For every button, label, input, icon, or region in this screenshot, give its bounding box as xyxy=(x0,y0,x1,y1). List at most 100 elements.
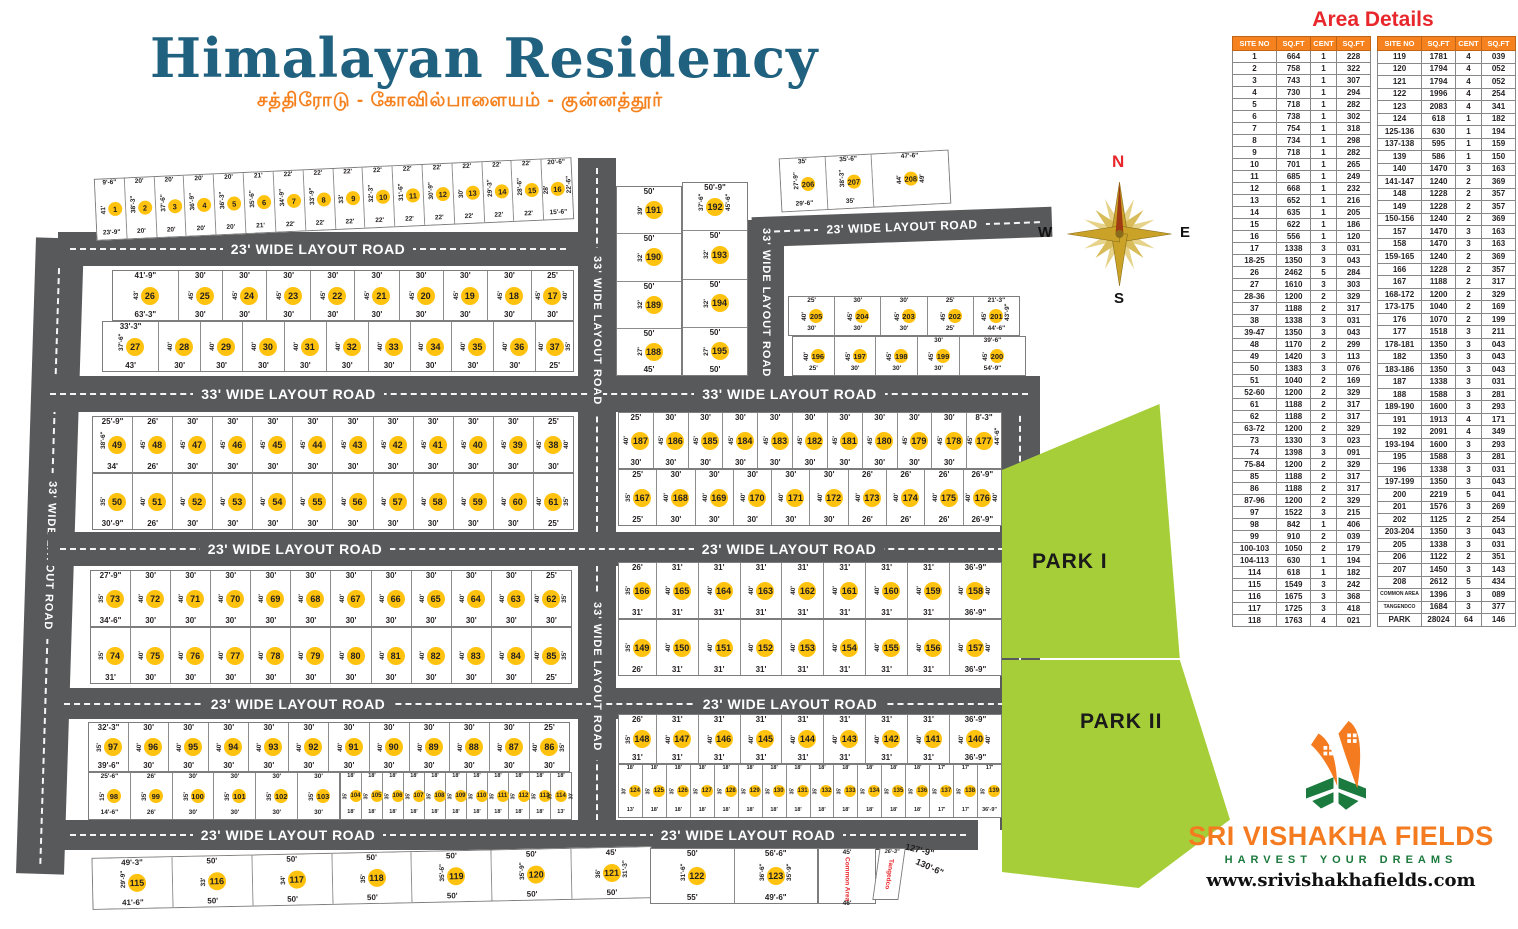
area-value: 302 xyxy=(1336,110,1371,123)
road-label: 23' WIDE LAYOUT ROAD xyxy=(199,541,391,557)
website-link[interactable]: www.srivishakhafields.com xyxy=(1206,870,1476,891)
plot-top-dim: 30' xyxy=(427,417,439,426)
plot-top-dim: 30' xyxy=(899,297,909,304)
area-value: 1 xyxy=(1310,554,1337,567)
area-value: 1 xyxy=(1455,137,1482,152)
plot-bottom-dim: 30' xyxy=(347,519,359,528)
plot-top-dim: 25' xyxy=(945,297,955,304)
plot-middle: 40'51 xyxy=(139,483,167,520)
area-value: 1188 xyxy=(1276,398,1311,411)
area-value: 1200 xyxy=(1276,494,1311,507)
area-value: 357 xyxy=(1481,200,1516,214)
plot-bottom-dim: 18' xyxy=(866,807,874,813)
plot-top-dim: 21'-3" xyxy=(987,297,1006,304)
plot-middle: 40'147 xyxy=(664,724,691,754)
plot-bottom-dim: 30' xyxy=(345,616,357,625)
road-vertical-mid1: 33' WIDE LAYOUT ROAD 33' WIDE LAYOUT ROA… xyxy=(578,158,616,850)
plot-bottom-dim: 30' xyxy=(547,462,559,471)
area-site-no: 8 xyxy=(1232,134,1277,147)
area-value: 3 xyxy=(1455,375,1482,389)
plot-number-badge: 45 xyxy=(268,435,287,454)
area-value: 182 xyxy=(1481,112,1516,127)
plot-number-badge: 72 xyxy=(146,589,165,608)
plot-bottom-dim: 30' xyxy=(227,519,239,528)
plot-number-badge: 139 xyxy=(988,785,1001,797)
area-site-no: 74 xyxy=(1232,446,1277,459)
area-value: 043 xyxy=(1336,326,1371,339)
area-value: 3 xyxy=(1310,350,1337,363)
plot-middle: 35'139 xyxy=(979,774,1001,808)
plot-right-dim: 40' xyxy=(985,734,993,744)
plot-middle: 32'194 xyxy=(702,289,729,318)
plot-side-dim: 40' xyxy=(138,651,146,660)
area-value: 1684 xyxy=(1421,600,1456,615)
plot-top-dim: 18' xyxy=(368,773,376,779)
common-area-plot: 45' Common Area 46' xyxy=(819,849,875,906)
area-value: 2 xyxy=(1310,470,1337,483)
plot-middle: 35'167 xyxy=(624,479,652,516)
plot-side-dim: 40' xyxy=(706,586,714,595)
area-value: 2 xyxy=(1310,398,1337,411)
area-value: 652 xyxy=(1276,194,1311,207)
plot-middle: 40'175 xyxy=(931,479,958,516)
plot-middle: 40'187 xyxy=(622,422,650,459)
plot-number-badge: 152 xyxy=(756,638,775,657)
area-value: 282 xyxy=(1336,98,1371,111)
plot-side-dim: 45' xyxy=(832,436,840,445)
area-value: 1 xyxy=(1310,206,1337,219)
plot-number-badge: 79 xyxy=(306,646,325,665)
plot-middle: 35'102 xyxy=(265,782,289,810)
plot-middle: 15'98 xyxy=(98,782,121,810)
plot-side-dim: 35' xyxy=(384,792,390,800)
plot-top-dim: 30' xyxy=(708,470,720,479)
plot-side-dim: 35' xyxy=(531,792,537,800)
plot-top-dim: 30' xyxy=(804,413,816,422)
plot-bottom-dim: 13' xyxy=(626,807,635,813)
plot-number-badge: 14 xyxy=(494,184,510,199)
area-value: 091 xyxy=(1336,446,1371,459)
plot-middle: 36'-9"4 xyxy=(188,184,213,227)
area-value: 1 xyxy=(1310,122,1337,135)
plot-bottom-dim: 31' xyxy=(797,753,809,762)
plot-side-dim: 45' xyxy=(901,436,909,445)
plot-bottom-dim: 31' xyxy=(631,753,643,762)
area-value: 3 xyxy=(1310,314,1337,327)
area-value: 377 xyxy=(1481,600,1516,615)
plot-top-dim: 33'-3" xyxy=(119,322,142,331)
plot-number-badge: 27 xyxy=(126,337,145,356)
plot-top-dim: 18' xyxy=(650,765,659,771)
plot-bottom-dim: 30' xyxy=(769,458,781,467)
plot-number-badge: 174 xyxy=(901,488,920,507)
plot-number-badge: 61 xyxy=(544,492,563,511)
plot-bottom-dim: 31' xyxy=(713,753,725,762)
road-dash-line xyxy=(60,548,1024,550)
plot-side-dim: 37'-6" xyxy=(698,193,705,212)
plot-side-dim: 38'-6" xyxy=(100,431,108,449)
area-value: 307 xyxy=(1336,74,1371,87)
area-site-no: 98 xyxy=(1232,518,1277,531)
road-label: 23' WIDE LAYOUT ROAD xyxy=(222,241,414,257)
area-value: 4 xyxy=(1455,50,1482,64)
plot-middle: 30'124 xyxy=(620,774,641,808)
plot-middle: 31'-6"122 xyxy=(679,858,706,894)
